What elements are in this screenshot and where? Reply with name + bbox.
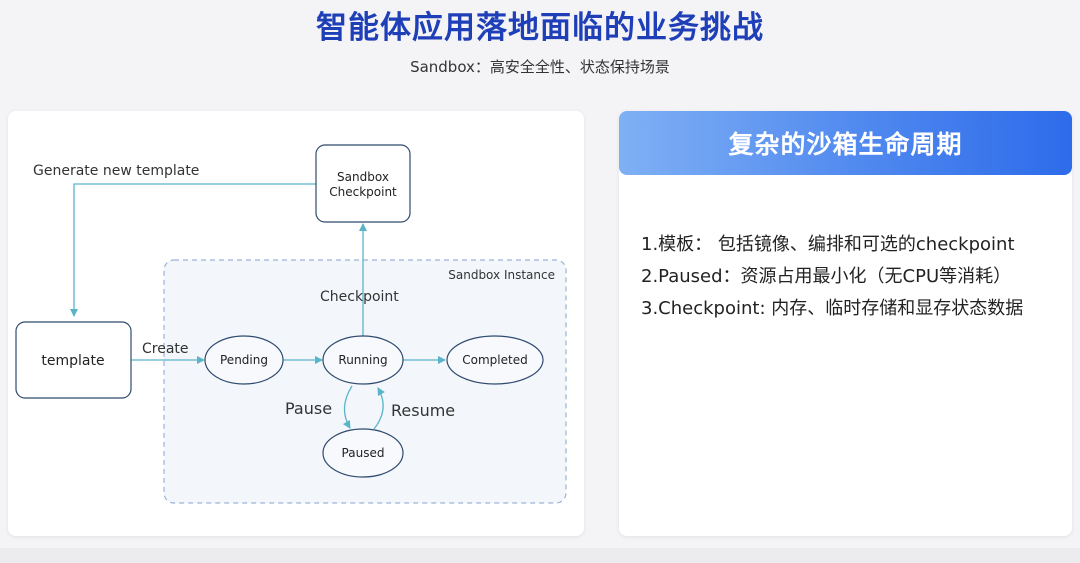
edge-label-checkpoint: Checkpoint	[320, 289, 399, 305]
node-sandbox-checkpoint-line1: Sandbox	[337, 170, 389, 184]
edge-generate-new-template	[70, 183, 316, 317]
node-running-label: Running	[338, 353, 387, 367]
page-subtitle: Sandbox：高安全全性、状态保持场景	[410, 58, 670, 76]
node-pending	[204, 335, 284, 385]
node-sandbox-checkpoint-line2: Checkpoint	[329, 185, 397, 199]
node-paused	[322, 428, 404, 478]
node-sandbox-checkpoint	[315, 144, 411, 223]
info-panel-title: 复杂的沙箱生命周期	[619, 111, 1072, 175]
edge-label-create: Create	[142, 341, 189, 357]
sandbox-instance-label: Sandbox Instance	[448, 268, 555, 282]
node-running	[322, 335, 404, 385]
edge-label-resume: Resume	[391, 401, 455, 420]
info-list: 1.模板： 包括镜像、编排和可选的checkpoint 2.Paused：资源占…	[641, 229, 1023, 325]
lifecycle-diagram: Sandbox Instance Generate new template C…	[15, 144, 567, 504]
edge-label-pause: Pause	[285, 399, 332, 418]
lifecycle-info-card: 复杂的沙箱生命周期 1.模板： 包括镜像、编排和可选的checkpoint 2.…	[619, 111, 1072, 536]
page-title: 智能体应用落地面临的业务挑战	[316, 10, 764, 46]
node-completed	[446, 335, 544, 385]
lifecycle-diagram-card: Sandbox Instance Generate new template C…	[8, 111, 584, 536]
node-completed-label: Completed	[462, 353, 527, 367]
info-list-item: 3.Checkpoint: 内存、临时存储和显存状态数据	[641, 298, 1024, 319]
info-list-item: 1.模板： 包括镜像、编排和可选的checkpoint	[641, 234, 1015, 255]
edge-label-generate-new-template: Generate new template	[33, 163, 199, 179]
node-template-label: template	[41, 353, 104, 369]
bottom-strip	[0, 548, 1080, 563]
edge-pause	[342, 385, 353, 429]
node-template	[15, 321, 132, 399]
edge-resume	[373, 387, 385, 430]
info-list-item: 2.Paused：资源占用最小化（无CPU等消耗）	[641, 266, 1012, 287]
node-paused-label: Paused	[342, 446, 385, 460]
node-pending-label: Pending	[220, 353, 268, 367]
